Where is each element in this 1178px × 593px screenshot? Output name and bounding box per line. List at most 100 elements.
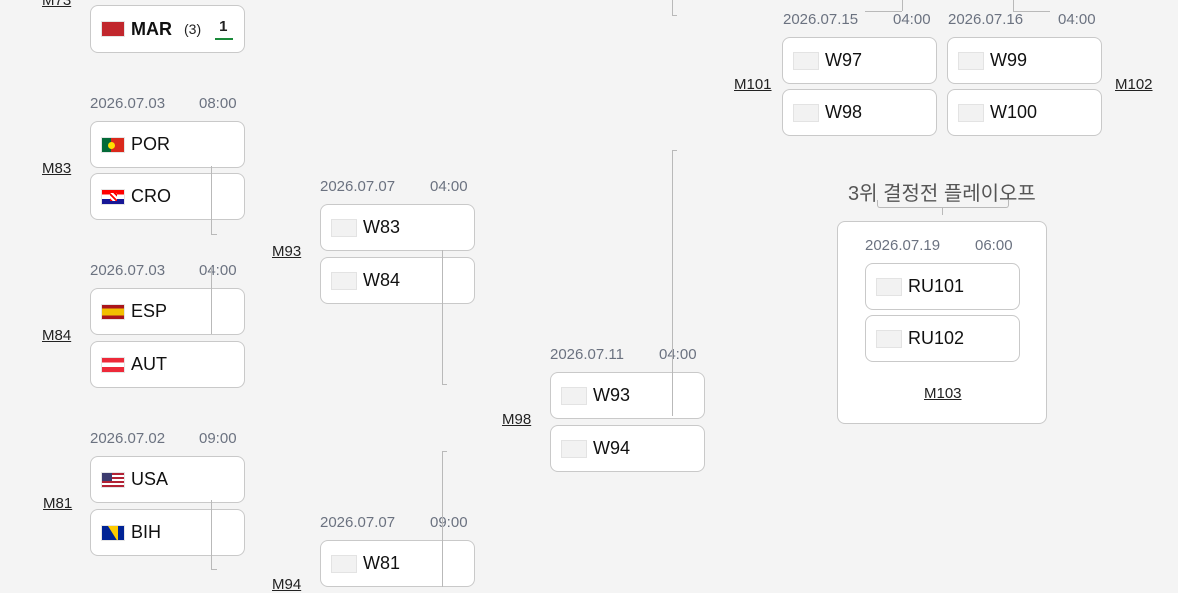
team-card-por[interactable]: POR xyxy=(90,121,245,168)
flag-usa-icon xyxy=(101,471,125,488)
connector-line xyxy=(672,150,673,416)
flag-bosnia-icon xyxy=(101,524,125,541)
team-code: W94 xyxy=(593,438,631,458)
team-card-w94[interactable]: W94 xyxy=(550,425,705,472)
team-code: CRO xyxy=(131,186,171,206)
team-code: AUT xyxy=(131,354,167,374)
connector-line xyxy=(211,234,217,235)
team-code: W84 xyxy=(363,270,401,290)
team-card-w98[interactable]: W98 xyxy=(782,89,937,136)
placeholder-flag-icon xyxy=(958,51,984,70)
match-label-m84[interactable]: M84 xyxy=(42,327,72,344)
flag-morocco-icon xyxy=(101,21,125,37)
match-label-m101[interactable]: M101 xyxy=(734,76,772,93)
team-card-w81[interactable]: W81 xyxy=(320,540,475,587)
match-label-m93[interactable]: M93 xyxy=(272,243,302,260)
placeholder-flag-icon xyxy=(331,271,357,290)
team-card-mar[interactable]: MAR (3) 1 xyxy=(90,5,245,53)
match-date-m94: 2026.07.07 xyxy=(320,514,396,531)
team-code: W97 xyxy=(825,50,863,70)
connector-line xyxy=(442,384,447,385)
team-card-w97[interactable]: W97 xyxy=(782,37,937,84)
team-code: USA xyxy=(131,469,169,489)
placeholder-flag-icon xyxy=(793,51,819,70)
match-date-m101: 2026.07.15 xyxy=(783,11,859,28)
connector-line xyxy=(211,569,217,570)
placeholder-flag-icon xyxy=(561,439,587,458)
match-time-m81: 09:00 xyxy=(199,430,237,447)
match-label-m83[interactable]: M83 xyxy=(42,160,72,177)
placeholder-flag-icon xyxy=(876,277,902,296)
placeholder-flag-icon xyxy=(331,218,357,237)
placeholder-flag-icon xyxy=(793,103,819,122)
team-code: ESP xyxy=(131,301,168,321)
match-label-m81[interactable]: M81 xyxy=(43,495,73,512)
placeholder-flag-icon xyxy=(958,103,984,122)
team-card-bih[interactable]: BIH xyxy=(90,509,245,556)
team-card-w99[interactable]: W99 xyxy=(947,37,1102,84)
team-code: W100 xyxy=(990,102,1038,122)
team-card-ru101[interactable]: RU101 xyxy=(865,263,1020,310)
match-label-m102[interactable]: M102 xyxy=(1115,76,1153,93)
team-code: W93 xyxy=(593,385,631,405)
team-card-w84[interactable]: W84 xyxy=(320,257,475,304)
team-code: W99 xyxy=(990,50,1028,70)
team-code: BIH xyxy=(131,522,162,542)
match-label-m98[interactable]: M98 xyxy=(502,411,532,428)
team-card-w100[interactable]: W100 xyxy=(947,89,1102,136)
match-time-m102: 04:00 xyxy=(1058,11,1096,28)
match-label-m103[interactable]: M103 xyxy=(924,385,962,402)
match-label-m94[interactable]: M94 xyxy=(272,576,302,593)
third-place-title: 3위 결정전 플레이오프 xyxy=(848,183,1036,205)
team-seed: (3) xyxy=(184,21,202,37)
connector-line xyxy=(1013,0,1014,11)
title-bracket-line xyxy=(877,200,1009,208)
match-label-m73[interactable]: M73 xyxy=(42,0,72,9)
match-date-m103: 2026.07.19 xyxy=(865,237,941,254)
placeholder-flag-icon xyxy=(561,386,587,405)
match-date-m102: 2026.07.16 xyxy=(948,11,1024,28)
match-date-m84: 2026.07.03 xyxy=(90,262,166,279)
match-time-m93: 04:00 xyxy=(430,178,468,195)
match-time-m94: 09:00 xyxy=(430,514,468,531)
team-card-w83[interactable]: W83 xyxy=(320,204,475,251)
connector-line xyxy=(902,0,903,11)
connector-line xyxy=(442,250,443,384)
connector-line xyxy=(1013,11,1050,12)
match-date-m83: 2026.07.03 xyxy=(90,95,166,112)
connector-line xyxy=(672,15,677,16)
match-time-m101: 04:00 xyxy=(893,11,931,28)
connector-line xyxy=(865,11,902,12)
flag-spain-icon xyxy=(101,303,125,320)
match-date-m98: 2026.07.11 xyxy=(550,346,624,363)
connector-line xyxy=(672,150,677,151)
team-code: POR xyxy=(131,134,171,154)
connector-line xyxy=(442,451,443,587)
placeholder-flag-icon xyxy=(876,329,902,348)
team-card-ru102[interactable]: RU102 xyxy=(865,315,1020,362)
flag-croatia-icon xyxy=(101,188,125,205)
team-code: RU101 xyxy=(908,276,965,296)
team-code: RU102 xyxy=(908,328,965,348)
team-code: MAR xyxy=(131,18,172,39)
match-time-m103: 06:00 xyxy=(975,237,1013,254)
team-card-cro[interactable]: CRO xyxy=(90,173,245,220)
match-time-m83: 08:00 xyxy=(199,95,237,112)
connector-line xyxy=(672,0,673,15)
connector-line xyxy=(211,166,212,234)
team-card-aut[interactable]: AUT xyxy=(90,341,245,388)
match-time-m84: 04:00 xyxy=(199,262,237,279)
connector-line xyxy=(211,266,212,334)
connector-line xyxy=(942,207,943,215)
team-card-esp[interactable]: ESP xyxy=(90,288,245,335)
team-code: W81 xyxy=(363,553,401,573)
flag-austria-icon xyxy=(101,356,125,373)
team-code: W83 xyxy=(363,217,401,237)
match-time-m98: 04:00 xyxy=(659,346,697,363)
flag-portugal-icon xyxy=(101,136,125,153)
team-card-usa[interactable]: USA xyxy=(90,456,245,503)
placeholder-flag-icon xyxy=(331,554,357,573)
team-code: W98 xyxy=(825,102,863,122)
team-card-w93[interactable]: W93 xyxy=(550,372,705,419)
connector-line xyxy=(442,451,447,452)
